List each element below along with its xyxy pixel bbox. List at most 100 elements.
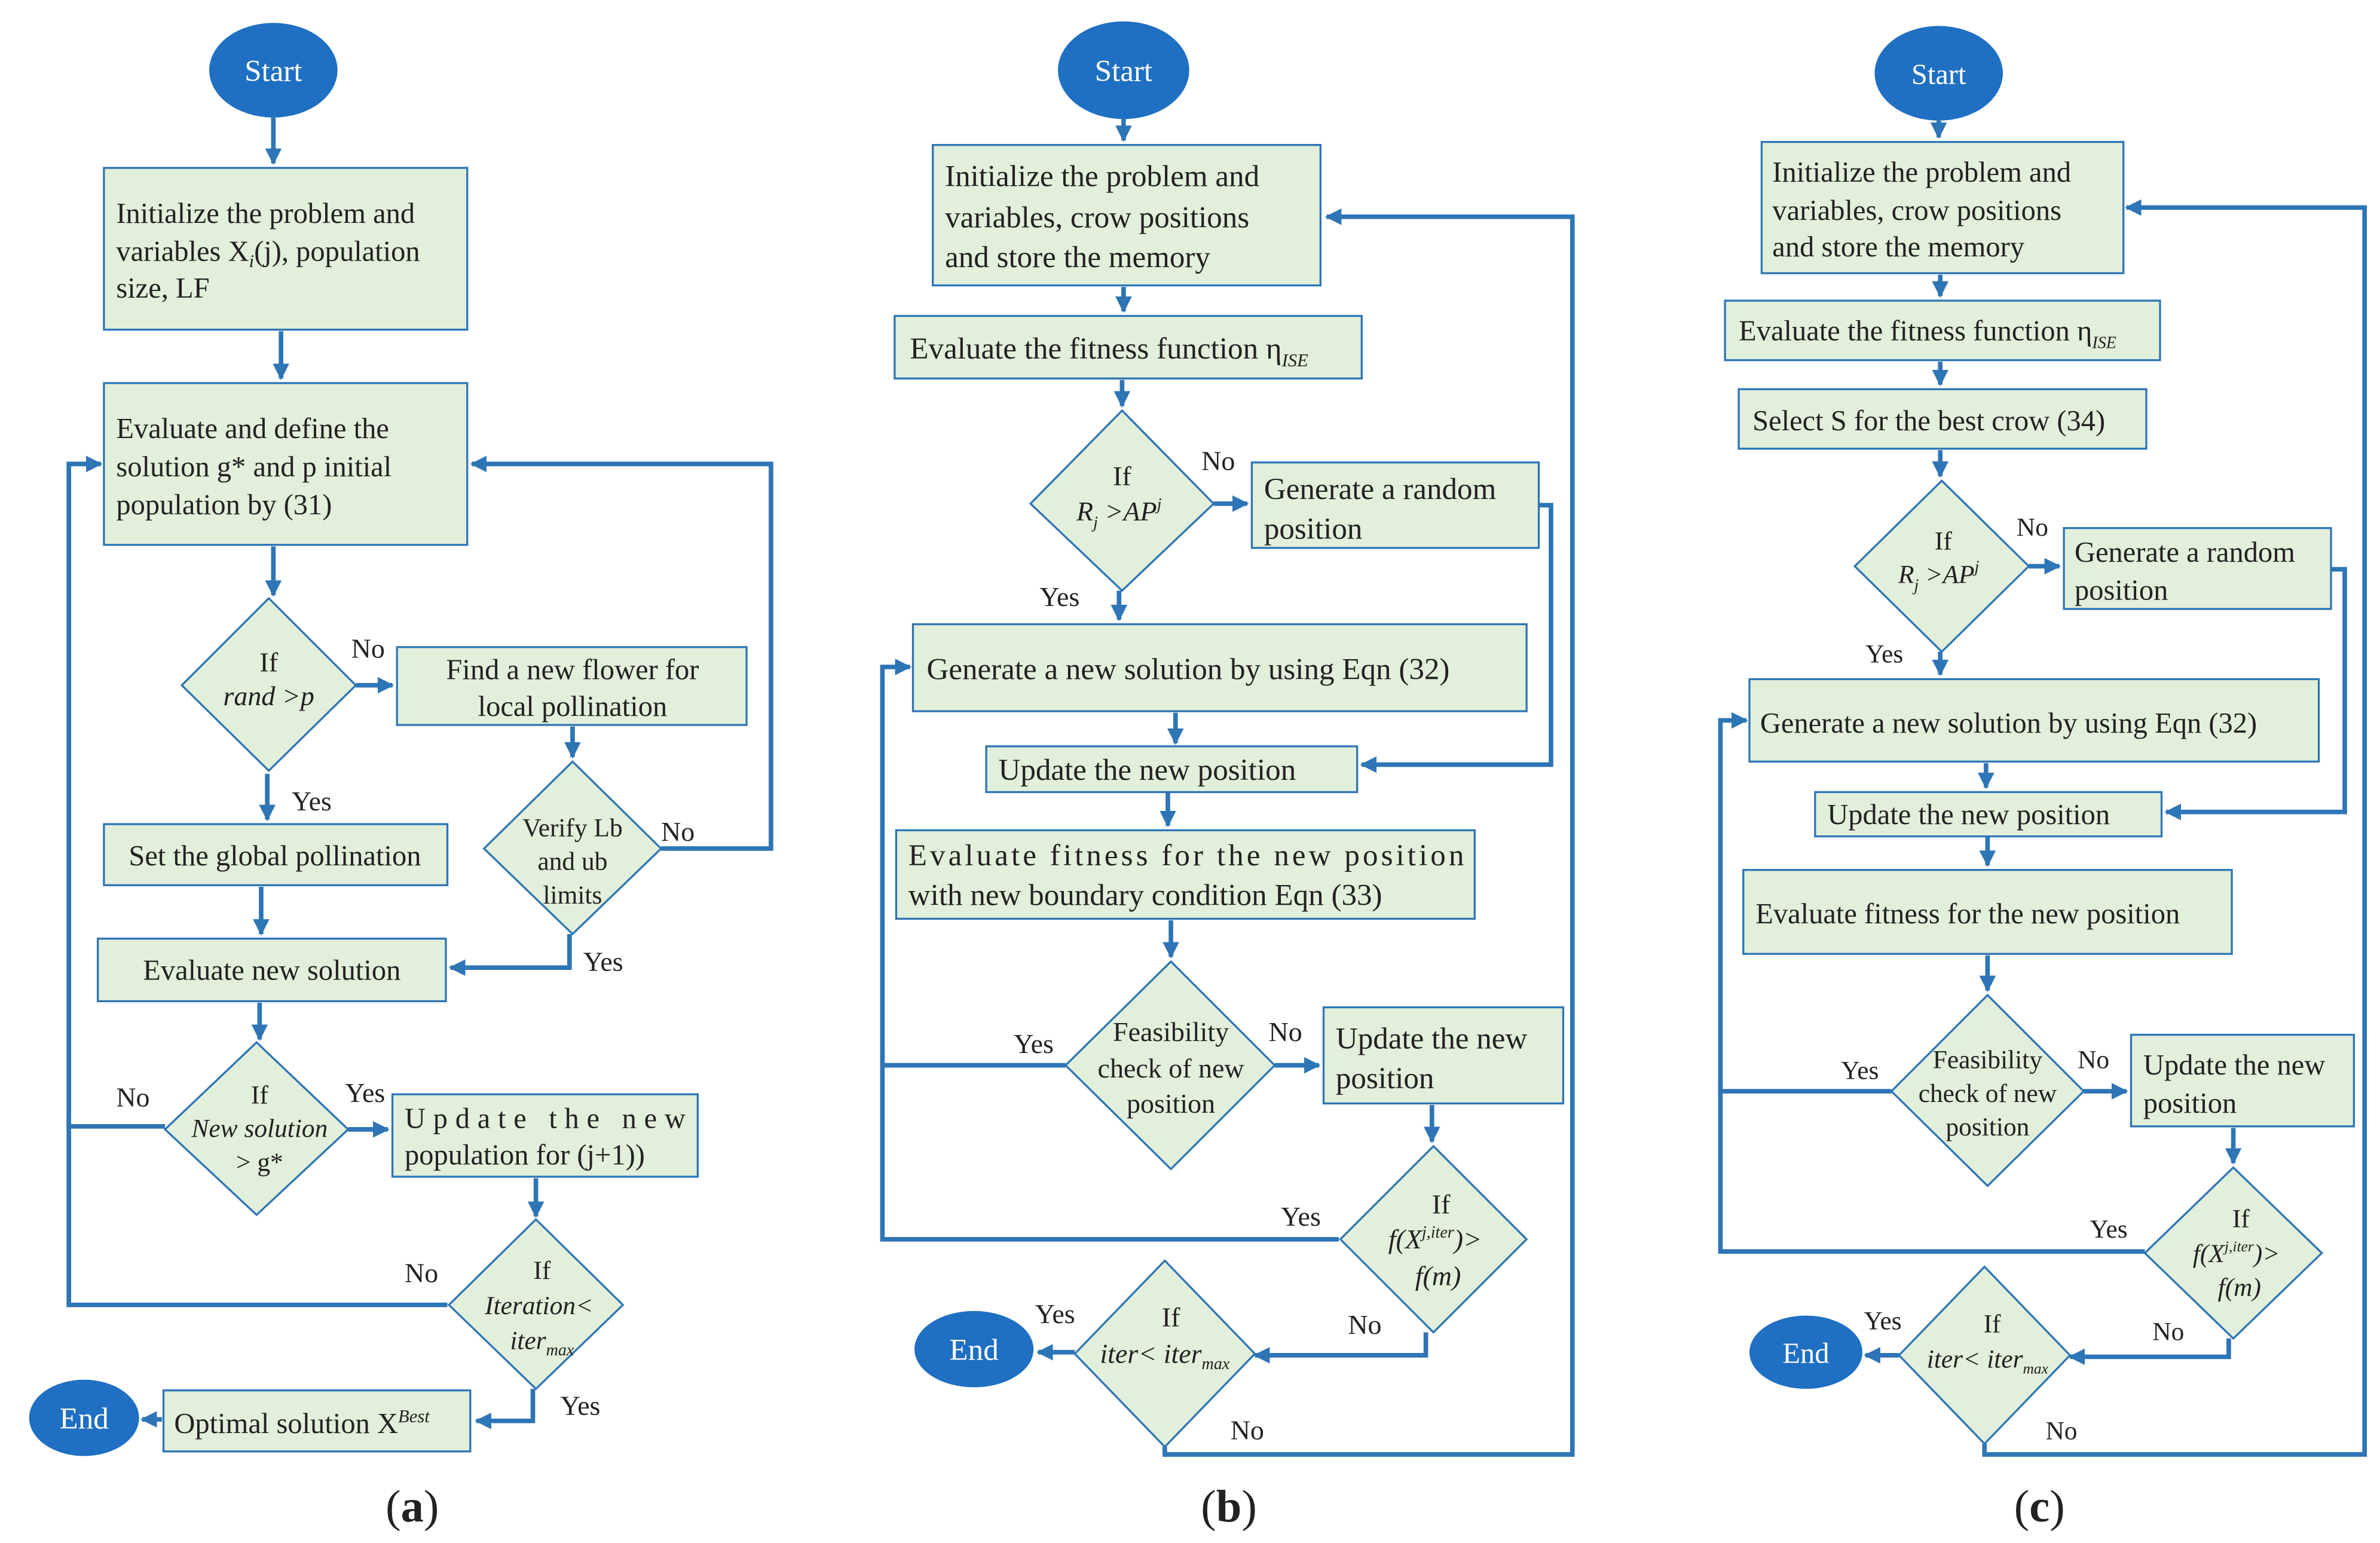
c-feasibility-line-1: Feasibility (1933, 1046, 2043, 1074)
flowchart-panel-b: Start Initialize the problem and variabl… (880, 21, 1575, 1532)
global-pollination-label: Set the global pollination (129, 840, 421, 872)
panel-c-connectors (1718, 120, 2367, 1457)
c-arrow-iter-no-loop (1982, 199, 2367, 1457)
c-initialize-line-2: variables, crow positions (1772, 195, 2061, 226)
c-fitness-label: Evaluate the fitness function ηISE (1739, 316, 2116, 353)
b-evaluate-fitness-line-2: with new boundary condition Eqn (33) (908, 878, 1382, 912)
flowchart-panel-c: Start Initialize the problem and variabl… (1718, 26, 2367, 1532)
new-solution-line-3: > g* (236, 1148, 283, 1177)
evaluate-line-2: solution g* and p initial (116, 451, 391, 483)
c-generate-label: Generate a new solution by using Eqn (32… (1760, 708, 2257, 739)
find-flower-line-1: Find a new flower for (446, 654, 699, 685)
b-iter-decision (1073, 1259, 1256, 1449)
end-label: End (60, 1401, 109, 1435)
new-solution-line-1: If (251, 1080, 268, 1109)
c-select-box (1737, 388, 2147, 450)
c-iter-no-label: No (2045, 1416, 2077, 1445)
c-select-label: Select S for the best crow (34) (1752, 405, 2105, 437)
c-update-position-box (1814, 791, 2163, 838)
initialize-box (103, 167, 469, 331)
b-rj-yes-label: Yes (1039, 581, 1079, 612)
c-compare-no-label: No (2152, 1317, 2184, 1346)
new-solution-line-2: New solution (191, 1115, 328, 1143)
c-rj-yes-label: Yes (1865, 639, 1903, 668)
c-iter-decision (1897, 1265, 2072, 1446)
iteration-yes-label: Yes (561, 1390, 601, 1420)
b-initialize-box (932, 143, 1322, 287)
initialize-line-3: size, LF (116, 273, 209, 304)
evaluate-new-solution-box (97, 937, 447, 1003)
caption-c: (c) (2014, 1481, 2065, 1532)
b-compare-line-1: If (1432, 1189, 1451, 1219)
caption-b: (b) (1201, 1481, 1257, 1532)
optimal-solution-box (162, 1389, 472, 1453)
b-feasibility-decision (1064, 960, 1277, 1171)
iteration-no-label: No (405, 1257, 438, 1288)
c-evaluate-fitness-label: Evaluate fitness for the new position (1755, 898, 2180, 930)
b-random-line-2: position (1264, 512, 1363, 546)
c-initialize-line-1: Initialize the problem and (1772, 157, 2071, 188)
c-compare-line-1: If (2232, 1204, 2250, 1233)
b-compare-yes-label: Yes (1281, 1201, 1321, 1232)
c-rj-no-label: No (2017, 513, 2048, 541)
c-compare-line-3: f(m) (2218, 1273, 2261, 1302)
b-start-terminal (1058, 21, 1189, 120)
iteration-decision (447, 1218, 625, 1391)
b-arrow-iter-no-loop (1163, 208, 1575, 1457)
b-feasibility-line-2: check of new (1098, 1053, 1244, 1083)
rand-decision-line-1: If (259, 647, 278, 678)
evaluate-define-box (103, 382, 469, 546)
optimal-solution-label: Optimal solution XBest (174, 1406, 430, 1440)
b-initialize-line-3: and store the memory (945, 240, 1210, 274)
c-update-new-position-line-2: position (2143, 1088, 2237, 1119)
initialize-line-1: Initialize the problem and (116, 198, 415, 229)
update-population-box (391, 1093, 699, 1178)
c-update-new-position-box (2130, 1033, 2355, 1128)
b-fitness-box (894, 314, 1363, 380)
evaluate-line-1: Evaluate and define the (116, 413, 389, 445)
verify-line-3: limits (543, 881, 602, 910)
flowchart-panel-a: Start Initialize the problem and variabl… (29, 23, 773, 1532)
b-iter-line-1: If (1162, 1302, 1180, 1332)
update-population-line-2: population for (j+1)) (405, 1140, 645, 1171)
iteration-line-1: If (533, 1256, 550, 1285)
c-update-position-label: Update the new position (1827, 799, 2110, 831)
b-feasibility-line-3: position (1127, 1088, 1215, 1119)
new-solution-yes-label: Yes (345, 1077, 385, 1108)
c-feasibility-line-3: position (1945, 1113, 2029, 1141)
new-solution-no-label: No (116, 1082, 149, 1113)
caption-a: (a) (386, 1481, 439, 1532)
verify-limits-decision (482, 760, 663, 936)
b-feasibility-line-1: Feasibility (1113, 1017, 1229, 1047)
c-random-box (2063, 526, 2332, 610)
b-fitness-label: Evaluate the fitness function ηISE (910, 332, 1308, 371)
b-feasibility-no-label: No (1269, 1017, 1302, 1047)
initialize-line-2: variables Xi(j), population (116, 236, 420, 271)
c-start-terminal (1874, 26, 2003, 121)
end-terminal (29, 1379, 139, 1456)
start-label: Start (244, 54, 302, 88)
b-random-box (1250, 461, 1540, 549)
c-rj-decision (1853, 479, 2030, 653)
c-rj-line-2: Rj >APj (1898, 558, 1980, 595)
evaluate-new-solution-label: Evaluate new solution (143, 955, 400, 987)
panel-a-connectors (66, 117, 773, 1429)
c-iter-line-2: iter< itermax (1927, 1345, 2049, 1377)
b-initialize-line-1: Initialize the problem and (945, 160, 1259, 194)
panel-b-connectors (880, 117, 1575, 1457)
b-evaluate-fitness-line-1: Evaluate fitness for the new position (908, 838, 1464, 872)
arrow-verify-no-loop (470, 455, 773, 851)
b-start-label: Start (1095, 54, 1152, 88)
b-update-new-position-line-1: Update the new (1336, 1022, 1528, 1056)
rand-decision-line-2: rand >p (224, 681, 314, 711)
rand-yes-label: Yes (292, 786, 332, 816)
b-arrow-fitness-check-no (1253, 1332, 1428, 1364)
c-fitness-compare-decision (2143, 1166, 2324, 1340)
c-feasibility-no-label: No (2078, 1046, 2109, 1074)
arrow-iteration-yes (475, 1389, 536, 1429)
c-feasibility-line-2: check of new (1919, 1079, 2057, 1108)
c-initialize-box (1760, 140, 2125, 274)
b-generate-box (911, 623, 1528, 712)
find-flower-box (396, 646, 748, 726)
b-compare-line-3: f(m) (1415, 1260, 1461, 1291)
